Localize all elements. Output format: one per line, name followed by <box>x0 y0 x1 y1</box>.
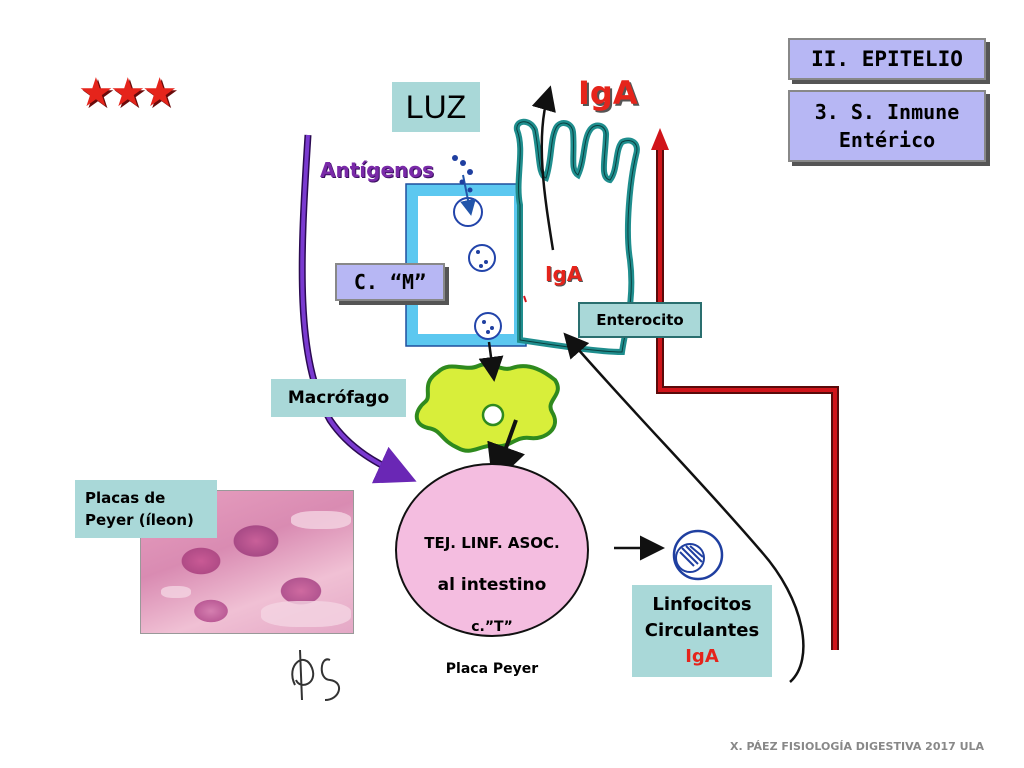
subtitle-box: 3. S. Inmune Entérico <box>788 90 986 162</box>
macrophage-label-box: Macrófago <box>271 379 406 417</box>
circulation-vessel <box>651 128 839 650</box>
enterocyte-label: Enterocito <box>596 311 684 329</box>
circulating-lymphocytes-box: Linfocitos Circulantes IgA <box>632 585 772 677</box>
peyer-patch-label-box: Placas de Peyer (íleon) <box>75 480 217 538</box>
m-cell-label: C. “M” <box>353 270 427 294</box>
m-cell-label-box: C. “M” <box>335 263 445 301</box>
handwritten-scribble <box>291 649 340 701</box>
section-title: II. EPITELIO <box>811 47 963 71</box>
stars-marker: ★★★ <box>78 70 178 116</box>
lymphoid-tissue-line1: TEJ. LINF. ASOC. <box>424 534 560 552</box>
lumen-label-box: LUZ <box>392 82 480 132</box>
m-cell <box>405 174 527 347</box>
section-title-box: II. EPITELIO <box>788 38 986 80</box>
section-subtitle: 3. S. Inmune Entérico <box>814 100 960 152</box>
lymphoid-tissue-line4: Placa Peyer <box>445 661 539 677</box>
lymph-flow-arrow <box>298 134 404 479</box>
lymphoid-tissue-line3: c.”T” <box>471 619 513 635</box>
iga-inner-label: IgA <box>545 262 583 286</box>
lymphoid-tissue-text: TEJ. LINF. ASOC. al intestino c.”T” Plac… <box>396 512 588 701</box>
footer-credit: X. PÁEZ FISIOLOGÍA DIGESTIVA 2017 ULA <box>730 740 985 753</box>
return-arrow <box>563 332 805 683</box>
macrophage-cell <box>414 362 560 453</box>
lumen-label: LUZ <box>405 88 467 125</box>
lymphoid-tissue <box>395 463 589 637</box>
lymphoid-tissue-line2: al intestino <box>437 575 547 595</box>
enterocyte-label-box: Enterocito <box>578 302 702 338</box>
lymphocytes-line3: IgA <box>685 646 719 667</box>
enterocyte-cell <box>513 118 640 356</box>
iga-top-label: IgA <box>578 74 638 112</box>
antigen-particles <box>452 155 473 193</box>
macrophage-label: Macrófago <box>287 388 390 408</box>
lymphocyte-cell <box>672 529 724 581</box>
iga-secretion-arrow <box>531 85 556 251</box>
peyer-patch-histology-image <box>140 490 354 634</box>
antigens-label: Antígenos <box>320 158 434 182</box>
peyer-patch-label: Placas de Peyer (íleon) <box>85 489 194 529</box>
lymphocytes-line1: Linfocitos <box>652 594 752 615</box>
lymphocytes-line2: Circulantes <box>644 620 760 641</box>
